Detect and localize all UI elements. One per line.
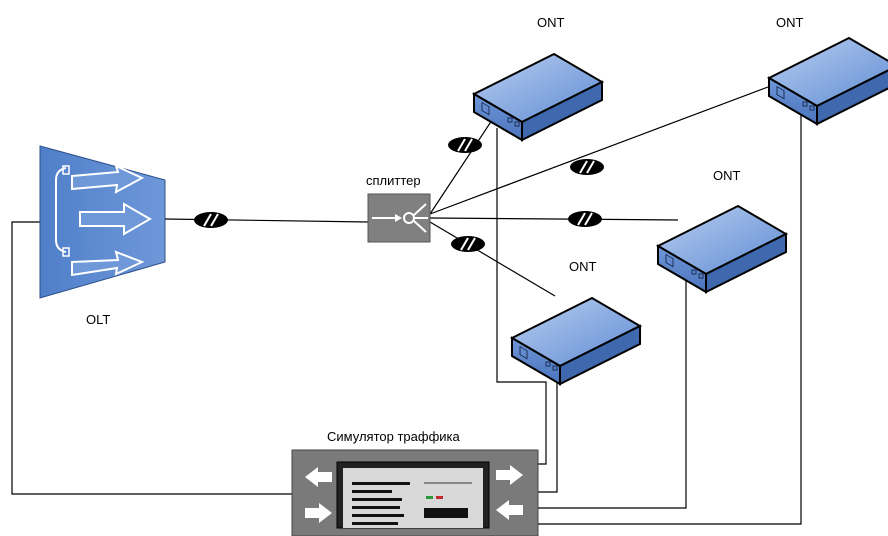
ont-bottom-label: ONT [569,259,597,274]
olt-label: OLT [86,312,110,327]
fiber-break-icon [567,210,603,228]
ont-icon [473,53,603,141]
splitter-ont-top-center-link [429,107,501,215]
splitter-ont-top-right-link [429,86,769,215]
ont-top-center-simulator-link [496,128,547,465]
fiber-break-icon [193,211,229,229]
ont-mid-right-label: ONT [713,168,741,183]
ont-icon [657,205,787,293]
ont-mid-right-simulator-link [538,268,687,509]
splitter-label: сплиттер [366,173,421,188]
fiber-break-icon [447,136,483,154]
ont-mid-right [657,205,787,293]
ont-icon [511,297,641,385]
olt-device [39,145,166,299]
ont-icon [768,37,888,125]
phone-icon [55,167,67,253]
ont-top-center [473,53,603,141]
splitter-ont-bottom-link [429,221,556,297]
ethernet-links [11,104,802,525]
ont-bottom [511,297,641,385]
fiber-break-icon [450,235,486,253]
ont-top-right-label: ONT [776,15,804,30]
olt-simulator-link [11,221,292,495]
ont-top-center-label: ONT [537,15,565,30]
ont-top-right-simulator-link [538,104,802,525]
arrows-icon [71,164,153,277]
fiber-links [164,86,769,297]
traffic-arrows-icon [305,465,523,523]
splitter-icon [372,203,428,233]
splitter-ont-mid-right-link [429,217,679,221]
ont-top-right [768,37,888,125]
ont-bottom-simulator-link [538,364,558,493]
simulator-label: Симулятор траффика [327,429,460,444]
splitter-device [367,193,431,243]
traffic-simulator-device [291,449,539,536]
fiber-break-icon [569,158,605,176]
